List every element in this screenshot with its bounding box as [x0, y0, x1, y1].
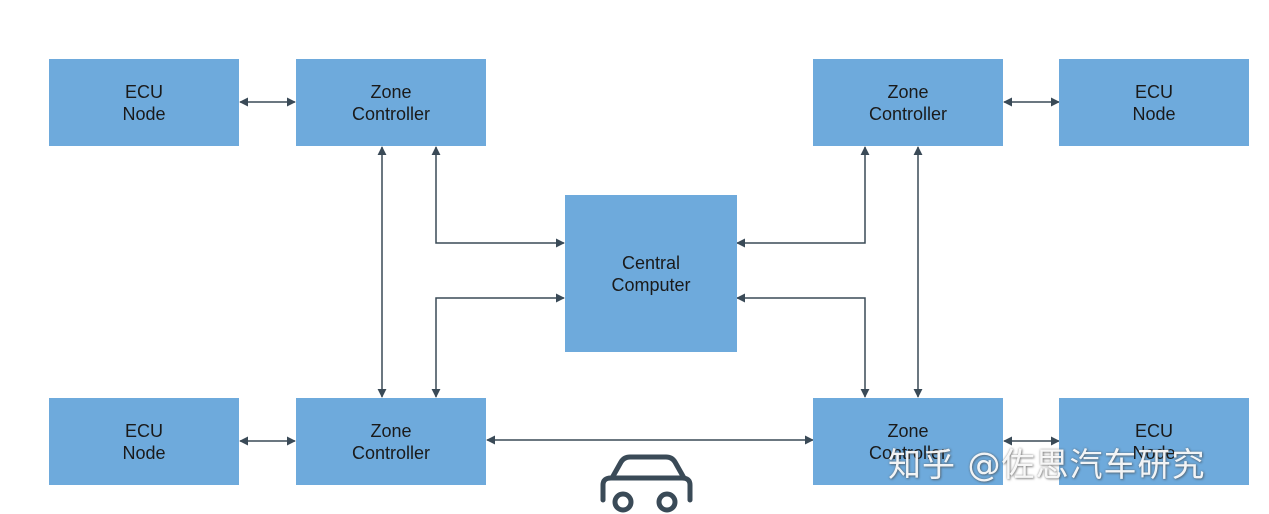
node-label-line2: Controller	[351, 442, 431, 463]
node-label-line1: ECU	[124, 81, 163, 102]
link-zone-bl-central	[431, 293, 565, 398]
car-icon	[600, 454, 693, 513]
node-label-line1: ECU	[1134, 81, 1173, 102]
watermark: 知乎 @佐思汽车研究	[888, 445, 1206, 484]
node-label-line1: Zone	[370, 420, 412, 441]
node-label-line2: Node	[122, 103, 166, 124]
node-label-line1: Zone	[370, 81, 412, 102]
node-label-line2: Computer	[611, 274, 691, 295]
node-label-line2: Node	[122, 442, 166, 463]
node-label-line2: Controller	[351, 103, 431, 124]
node-label-line1: Central	[621, 252, 681, 273]
node-label-line1: ECU	[1134, 420, 1173, 441]
link-central-zone-br	[736, 293, 870, 398]
node-label-line1: Zone	[887, 420, 929, 441]
node-label-line2: Node	[1132, 103, 1176, 124]
link-zone-tl-central	[431, 146, 565, 248]
node-label-line2: Controller	[868, 103, 948, 124]
link-central-zone-tr	[736, 146, 870, 248]
node-label-line2: Controller	[868, 442, 948, 463]
node-label-line2: Node	[1132, 442, 1176, 463]
node-label-line1: Zone	[887, 81, 929, 102]
node-label-line1: ECU	[124, 420, 163, 441]
